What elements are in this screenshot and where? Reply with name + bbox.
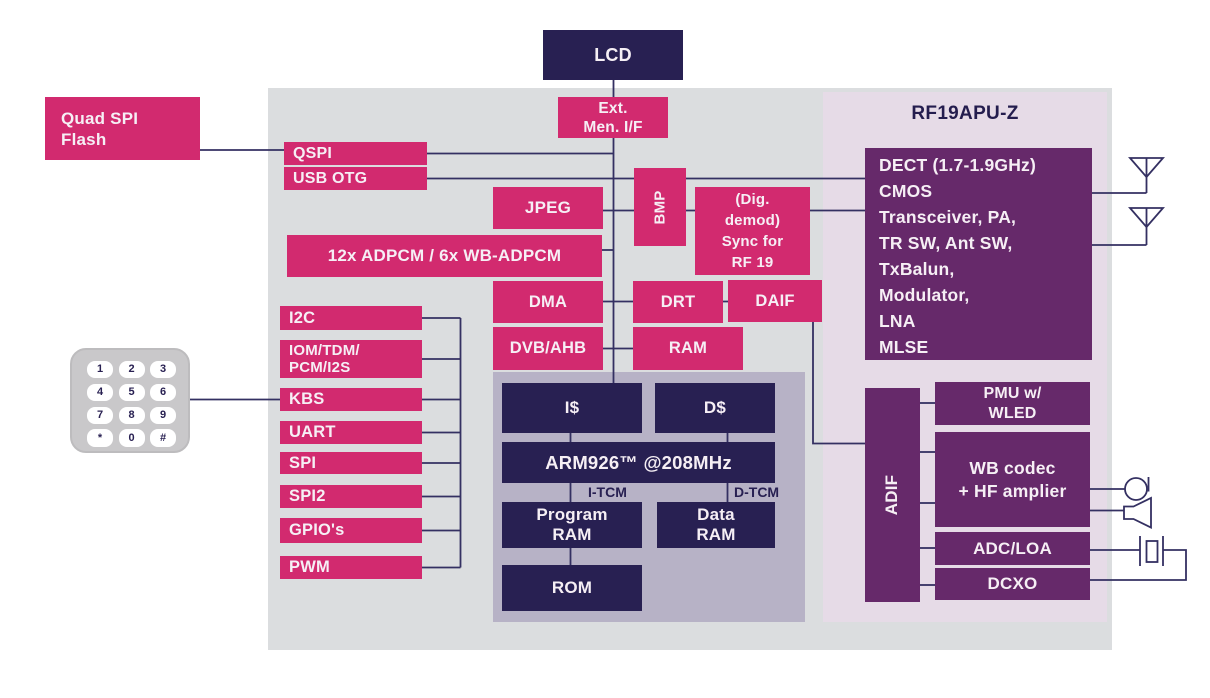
antenna-icon: [1128, 207, 1165, 245]
block-adif: ADIF: [865, 388, 920, 602]
block-lcd: LCD: [543, 30, 683, 80]
block-adpcm: 12x ADPCM / 6x WB-ADPCM: [287, 235, 602, 277]
block-program-ram: Program RAM: [502, 502, 642, 548]
keypad-key-0: 0: [118, 429, 145, 447]
block-ram: RAM: [633, 327, 743, 370]
keypad-key-star: *: [87, 429, 113, 447]
keypad-key-9: 9: [150, 406, 176, 424]
label-itcm: I-TCM: [588, 484, 627, 500]
block-spi: SPI: [280, 452, 422, 474]
earpiece-circle: [1124, 477, 1148, 501]
block-i2c: I2C: [280, 306, 422, 330]
block-ext-mem-if: Ext. Men. I/F: [558, 97, 668, 138]
block-iom-tdm-pcm-i2s: IOM/TDM/ PCM/I2S: [280, 340, 422, 378]
keypad-key-2: 2: [118, 360, 145, 378]
keypad-key-7: 7: [87, 406, 113, 424]
block-quad-spi-flash: Quad SPI Flash: [45, 97, 200, 160]
block-adc-loa: ADC/LOA: [935, 532, 1090, 565]
keypad-key-1: 1: [87, 360, 113, 378]
block-pwm: PWM: [280, 556, 422, 579]
block-dect-transceiver: DECT (1.7-1.9GHz) CMOS Transceiver, PA, …: [865, 148, 1092, 360]
wire-daif-adif: [812, 322, 865, 445]
rf-panel-title: RF19APU-Z: [911, 103, 1019, 124]
block-data-ram: Data RAM: [657, 502, 775, 548]
speaker-icon: [1123, 496, 1152, 529]
keypad-key-hash: #: [150, 429, 176, 447]
antenna-icon: [1128, 157, 1165, 193]
keypad-key-6: 6: [150, 383, 176, 401]
block-daif: DAIF: [728, 280, 822, 322]
block-icache: I$: [502, 383, 642, 433]
crystal-oscillator-icon: [1139, 536, 1164, 566]
block-bmp-label: BMP: [651, 190, 669, 224]
block-dig-demod: (Dig. demod) Sync for RF 19: [695, 187, 810, 275]
keypad-key-4: 4: [87, 383, 113, 401]
block-drt: DRT: [633, 281, 723, 323]
block-wb-codec: WB codec + HF amplier: [935, 432, 1090, 527]
block-dcache: D$: [655, 383, 775, 433]
wire-dcxo-crystal: [1090, 549, 1187, 581]
crystal-body: [1145, 540, 1159, 563]
block-gpio: GPIO's: [280, 518, 422, 543]
keypad-key-8: 8: [118, 406, 145, 424]
keypad-key-3: 3: [150, 360, 176, 378]
block-uart: UART: [280, 421, 422, 444]
block-pmu-wled: PMU w/ WLED: [935, 382, 1090, 425]
keypad: 1 2 3 4 5 6 7 8 9 * 0 #: [70, 348, 190, 453]
block-bmp: BMP: [634, 168, 686, 246]
block-spi2: SPI2: [280, 485, 422, 508]
block-jpeg: JPEG: [493, 187, 603, 229]
block-dma: DMA: [493, 281, 603, 323]
block-arm-core: ARM926™ @208MHz: [502, 442, 775, 483]
block-dcxo: DCXO: [935, 568, 1090, 600]
speaker-horn: [1123, 496, 1152, 529]
block-kbs: KBS: [280, 388, 422, 411]
keypad-key-5: 5: [118, 383, 145, 401]
block-adif-label: ADIF: [882, 474, 902, 516]
label-dtcm: D-TCM: [734, 484, 780, 500]
block-rom: ROM: [502, 565, 642, 611]
block-dvb-ahb: DVB/AHB: [493, 327, 603, 370]
earpiece-icon: [1124, 477, 1150, 501]
block-qspi: QSPI: [284, 142, 427, 165]
block-usb-otg: USB OTG: [284, 167, 427, 190]
